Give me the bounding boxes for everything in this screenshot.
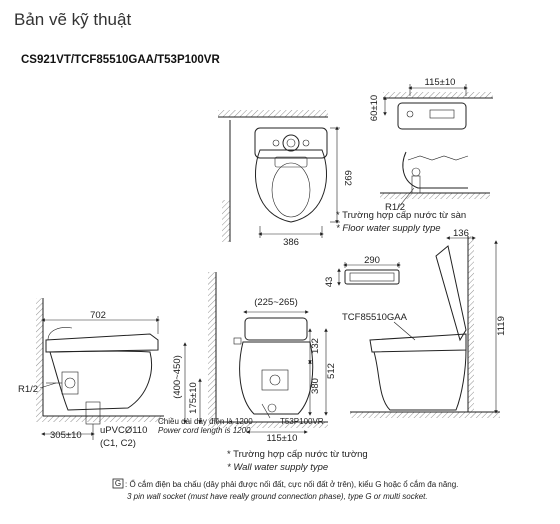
top-view: 692 386 <box>218 110 353 248</box>
socket-icon-letter: G <box>115 479 121 488</box>
side-pipe-label: R1/2 <box>18 384 38 395</box>
valve-label: T53P100VR <box>280 417 324 426</box>
remote-width-label: 290 <box>364 255 380 266</box>
front-dim-175: 175±10 <box>188 382 199 414</box>
wall-note-en: * Wall water supply type <box>227 462 328 473</box>
front-height-range: (400~450) <box>172 355 183 399</box>
front-range-label: (225~265) <box>254 297 298 308</box>
drain-sub-label: (C1, C2) <box>100 438 136 449</box>
floor-offset-h: 115±10 <box>425 77 456 88</box>
side-view-left: 702 R1/2 305±10 uPVCØ110 (C1, C2) <box>18 298 164 449</box>
model-code: CS921VT/TCF85510GAA/T53P100VR <box>21 54 220 66</box>
right-dim-136: 136 <box>453 228 469 239</box>
socket-icon: G <box>112 478 124 489</box>
side-offset-label: 305±10 <box>50 430 82 441</box>
top-depth-label: 692 <box>342 170 353 186</box>
remote-detail: 290 43 <box>324 255 401 288</box>
wall-note-vi: * Trường hợp cấp nước từ tường <box>227 449 368 460</box>
floor-offset-v: 60±10 <box>369 95 380 121</box>
side-length-label: 702 <box>90 310 106 321</box>
socket-note-vi: : Ổ cắm điện ba chấu (dây phải được nối … <box>125 480 458 489</box>
right-dim-1119: 1119 <box>496 316 507 336</box>
floor-note-vi: * Trường hợp cấp nước từ sàn <box>336 210 466 221</box>
top-width-label: 386 <box>283 237 299 248</box>
front-dim-380: 380 <box>310 378 321 394</box>
side-view-right: TCF85510GAA 136 1119 <box>342 228 507 418</box>
front-dim-132: 132 <box>310 338 321 354</box>
floor-pipe-label: R1/2 <box>385 202 405 213</box>
cord-note-vi: Chiều dài dây điện là 1200 <box>158 417 253 426</box>
remote-height-label: 43 <box>324 277 335 288</box>
front-dim-512: 512 <box>326 363 337 379</box>
cord-note-en: Power cord length is 1200 <box>158 426 251 435</box>
page-title: Bản vẽ kỹ thuật <box>14 10 132 29</box>
front-dim-115: 115±10 <box>267 433 298 444</box>
floor-supply-detail: 115±10 60±10 R1/2 * Trường hợp cấp nước … <box>336 77 493 234</box>
floor-note-en: * Floor water supply type <box>336 223 441 234</box>
drain-label: uPVCØ110 <box>100 425 147 436</box>
front-view: (225~265) (400~450) 175±10 132 380 512 T… <box>158 272 337 444</box>
socket-note-en: 3 pin wall socket (must have really grou… <box>127 492 428 501</box>
seat-label: TCF85510GAA <box>342 312 408 323</box>
